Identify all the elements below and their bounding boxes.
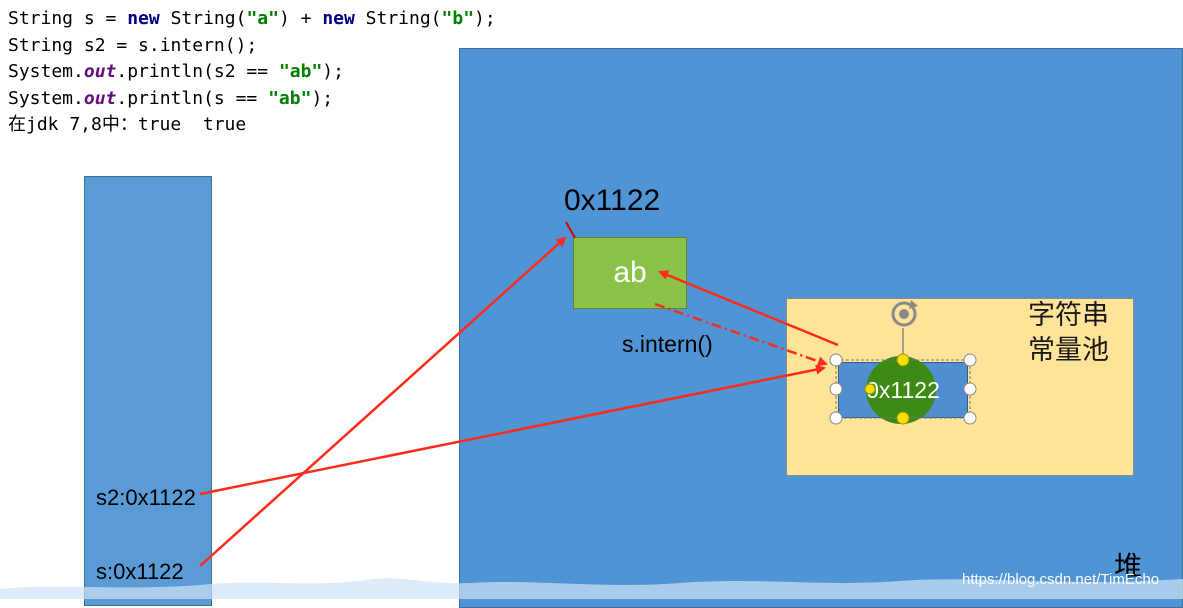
code-keyword: new (127, 8, 160, 29)
selection-handles[interactable] (829, 328, 977, 425)
code-string: "ab" (268, 87, 312, 109)
code-text: ); (474, 8, 496, 29)
code-text: String( (159, 8, 247, 29)
intern-label: s.intern() (622, 331, 713, 357)
pool-reference-text: 0x1122 (866, 376, 940, 403)
code-text: System. (8, 87, 84, 109)
code-text: .println(s2 == (116, 61, 279, 82)
heap-label: 堆 (1114, 550, 1143, 583)
ab-text: ab (613, 256, 647, 289)
code-string: "a" (246, 8, 279, 29)
arrow-s2-to-pool (199, 364, 826, 496)
code-text: .println(s == (116, 87, 269, 109)
arrow-intern-dashed (654, 302, 828, 367)
code-line-1: String s = new String("a") + new String(… (8, 6, 496, 33)
code-field: out (83, 61, 117, 82)
stack-area (84, 176, 212, 606)
arrow-s-to-ab (199, 236, 567, 567)
code-text: String( (354, 8, 442, 29)
code-line-3: System.out.println(s2 == "ab"); (8, 59, 496, 86)
code-field: out (83, 87, 117, 109)
address-leader-line (565, 221, 576, 239)
code-keyword: new (322, 8, 355, 29)
rotate-handle-icon[interactable] (891, 300, 918, 327)
code-text: String s = (8, 8, 128, 29)
code-line-4: System.out.println(s == "ab"); (8, 86, 496, 113)
watermark: https://blog.csdn.net/TimEcho (962, 571, 1160, 588)
code-string: "ab" (278, 61, 323, 82)
code-line-2: String s2 = s.intern(); (8, 34, 258, 56)
code-text: ); (322, 61, 344, 82)
code-text: ); (311, 87, 334, 109)
code-string: "b" (441, 8, 475, 29)
code-text: ) + (278, 8, 323, 29)
code-snippet: String s = new String("a") + new String(… (8, 6, 496, 139)
ab-address-label: 0x1122 (564, 184, 661, 217)
code-text: System. (8, 61, 84, 82)
arrow-pool-to-ab (658, 270, 839, 347)
code-line-5: 在jdk 7,8中：true true (8, 114, 247, 135)
pool-label: 字符串常量池 (1028, 300, 1109, 366)
stack-var-s2: s2:0x1122 (96, 485, 196, 510)
